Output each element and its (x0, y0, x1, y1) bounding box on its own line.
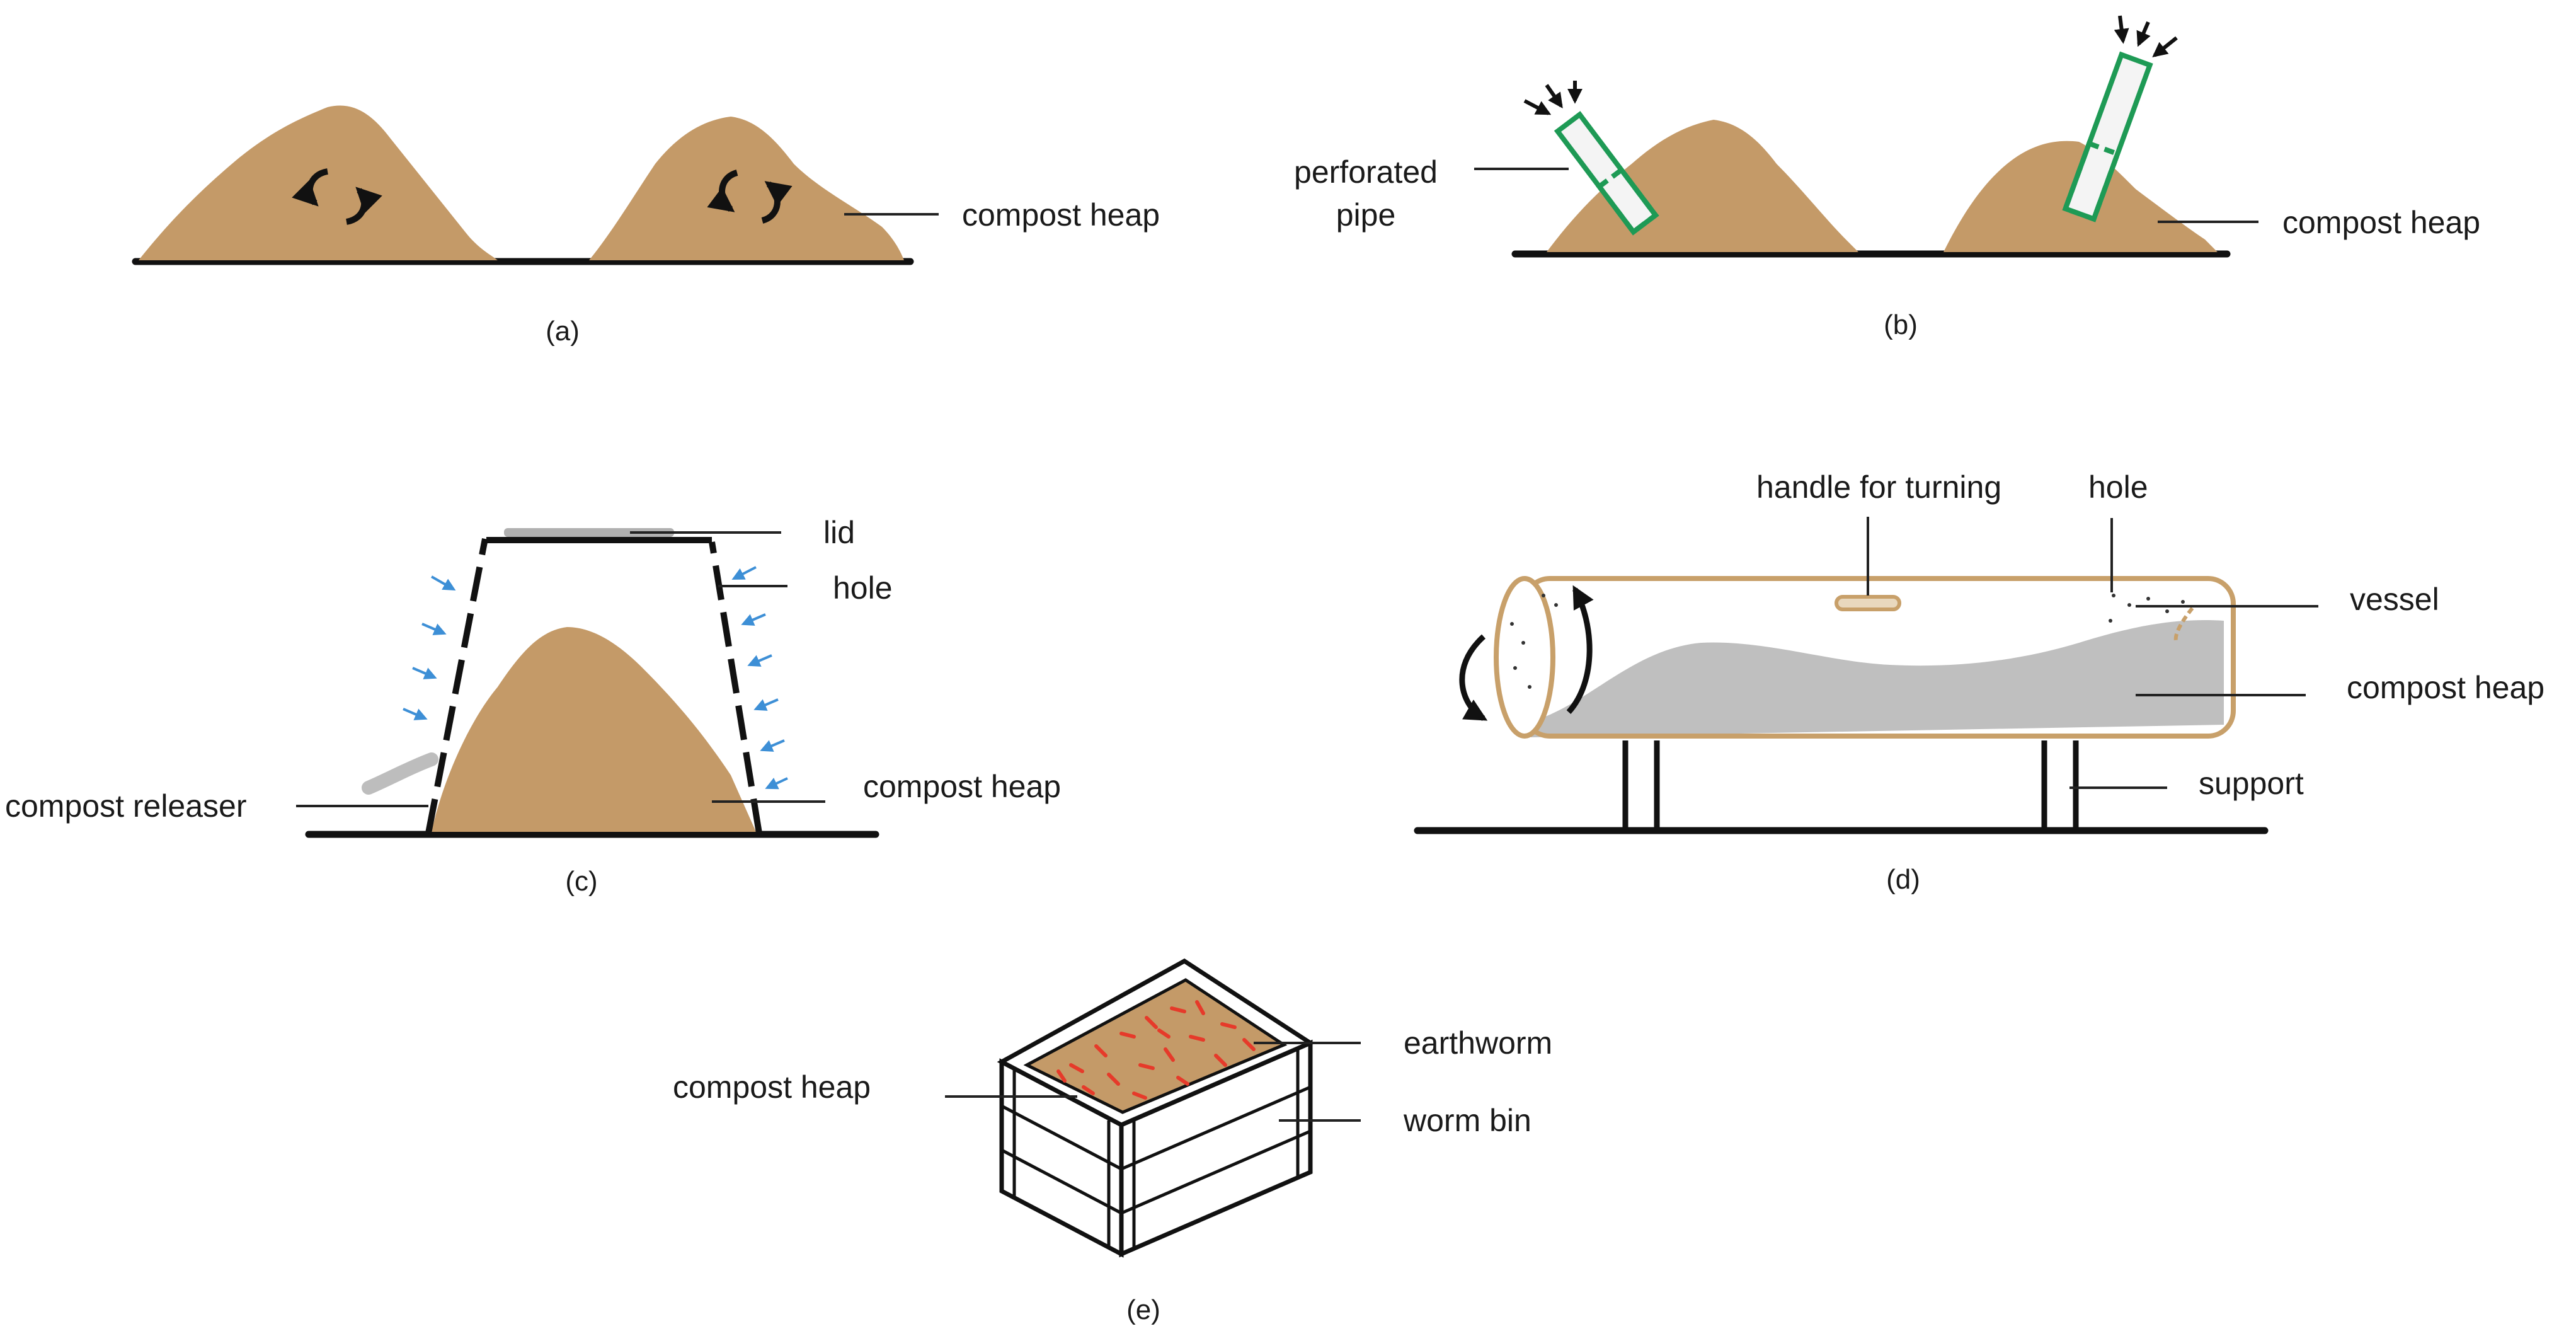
rotation-arrow-icon (1566, 585, 1594, 715)
panel-a: compost heap (a) (132, 105, 1160, 347)
panel-d: handle for turning hole vessel compost h… (1414, 469, 2545, 895)
hole-outline (2173, 607, 2194, 644)
caption-c: (c) (565, 866, 597, 897)
bin-top (486, 537, 712, 543)
label-compost-releaser: compost releaser (5, 788, 247, 824)
bin-wall (425, 538, 762, 834)
label-perforated: perforated (1294, 154, 1438, 190)
caption-a: (a) (546, 316, 580, 347)
compost-heap (432, 627, 756, 832)
compost-heap (1531, 620, 2224, 737)
label-handle-for-turning: handle for turning (1756, 469, 2001, 505)
caption-e: (e) (1126, 1294, 1160, 1325)
rotate-arrows-icon (707, 170, 793, 224)
lid (504, 528, 674, 537)
label-support: support (2199, 766, 2304, 801)
rotation-arrow-icon (1459, 634, 1488, 721)
compost-releaser (362, 752, 438, 795)
handle-for-turning (1835, 595, 1901, 611)
label-vessel: vessel (2350, 582, 2439, 617)
holes-dots (1510, 594, 2185, 689)
label-worm-bin: worm bin (1403, 1103, 1531, 1138)
worm-bin-slats (1000, 1049, 1311, 1248)
compost-heap-right (589, 117, 904, 260)
label-compost-heap: compost heap (673, 1069, 871, 1105)
label-pipe: pipe (1336, 197, 1396, 233)
air-in-arrows-icon (1523, 81, 1583, 115)
label-hole: hole (833, 570, 893, 606)
compost-heap-left (139, 105, 498, 260)
label-compost-heap: compost heap (2282, 205, 2480, 240)
caption-b: (b) (1884, 309, 1918, 340)
hole-airflow-arrows-left (403, 575, 456, 720)
label-lid: lid (823, 515, 855, 550)
label-compost-heap: compost heap (863, 769, 1061, 804)
label-hole: hole (2088, 469, 2148, 505)
compost-heap (1023, 978, 1288, 1114)
perforated-pipe (2062, 51, 2153, 222)
panel-c: lid hole compost heap compost releaser (… (5, 515, 1061, 897)
support (1622, 740, 2079, 831)
label-earthworm: earthworm (1404, 1025, 1552, 1061)
label-compost-heap: compost heap (962, 197, 1160, 233)
earthworms (1056, 1000, 1256, 1100)
rotate-arrows-icon (292, 168, 382, 225)
caption-d: (d) (1886, 864, 1920, 895)
air-in-arrows-icon (2114, 15, 2178, 57)
panel-e: earthworm compost heap worm bin (e) (673, 958, 1552, 1325)
vessel-end (1494, 576, 1555, 739)
label-compost-heap: compost heap (2347, 670, 2545, 705)
hole-airflow-arrows-right (731, 566, 788, 790)
panel-b: perforated pipe compost heap (b) (1294, 15, 2480, 340)
perforated-pipe (1554, 111, 1659, 236)
